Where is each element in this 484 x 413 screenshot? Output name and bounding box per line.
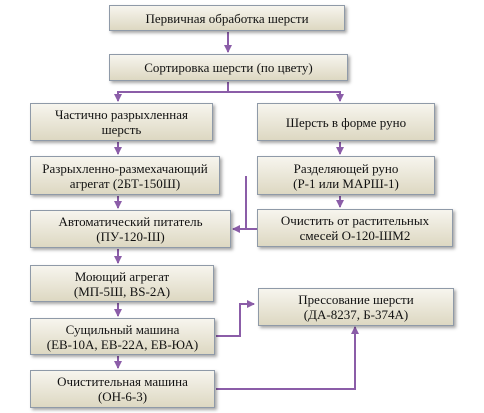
node-drying-machine: Сущильный машина (ЕВ-10А, ЕВ-22А, ЕВ-ЮА)	[30, 318, 215, 355]
node-fleece-wool: Шерсть в форме руно	[257, 103, 435, 141]
arrow-n12-n10	[216, 326, 359, 390]
node-wool-pressing: Прессование шерсти (ДА-8237, Б-374А)	[258, 288, 454, 326]
node-loosening-unit: Разрыхленно-размехачающий агрегат (2БТ-1…	[30, 156, 220, 195]
node-sorting: Сортировка шерсти (по цвету)	[109, 54, 348, 81]
arrow-n2-n4	[228, 91, 344, 102]
node-cleaning-machine: Очистительная машина (ОН-6-3)	[30, 370, 215, 408]
arrow-n2-n3	[114, 82, 229, 102]
arrow-n6-n7	[232, 176, 247, 233]
node-fleece-separator: Разделяющей руно (Р-1 или МАРШ-1)	[257, 156, 435, 195]
node-vegetable-cleaning: Очистить от растительных смесей О-120-ШМ…	[257, 209, 453, 247]
node-partially-loosened-wool: Частично разрыхленная шерсть	[30, 103, 213, 141]
node-primary-processing: Первичная обработка шерсти	[109, 5, 345, 31]
node-washing-unit: Моющий агрегат (МП-5Ш, BS-2A)	[30, 265, 214, 302]
arrow-n11-n10	[216, 300, 255, 337]
node-automatic-feeder: Автоматический питатель (ПУ-120-Ш)	[30, 210, 231, 248]
